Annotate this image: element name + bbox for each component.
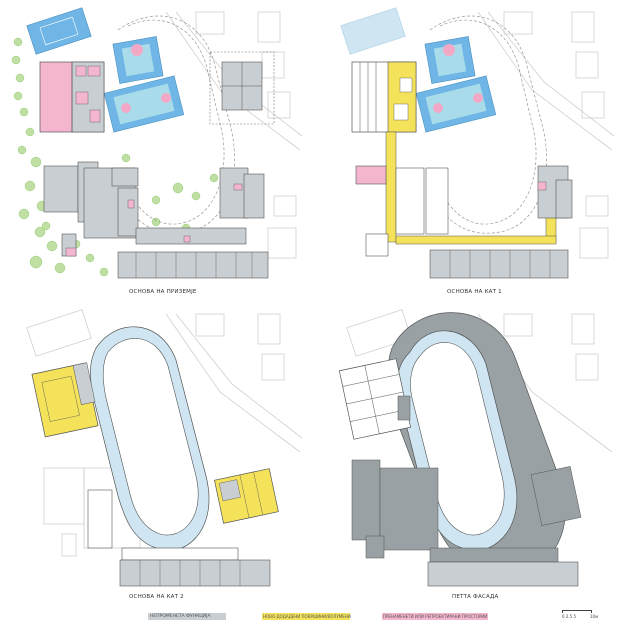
legend-label-repurposed: ПРЕНАМЕНЕТИ ИЛИ РЕПРОЕКТИРАНИ ПРОСТОРИИ — [383, 614, 488, 619]
plan-ground-floor — [11, 7, 303, 279]
plan-first-floor — [340, 7, 615, 279]
legend-label-existing: НЕПРОМЕНЕТА ФУНКЦИЈА — [150, 614, 211, 619]
plan-title-first: ОСНОВА НА КАТ 1 — [447, 289, 502, 295]
legend-label-new: НОВО-ДОДАДЕНИ ПОВРШИНИ/ВОЛУМЕНИ — [263, 614, 351, 619]
plan-second-floor — [26, 309, 303, 587]
scale-ticks: 0 2.5 5 — [562, 614, 576, 619]
plan-title-ground: ОСНОВА НА ПРИЗЕМЈЕ — [129, 289, 197, 295]
legend-swatch-repurposed — [382, 613, 488, 620]
plan-title-second: ОСНОВА НА КАТ 2 — [129, 594, 184, 600]
plan-title-roof: ПЕТТА ФАСАДА — [452, 594, 499, 600]
plan-fifth-facade — [338, 309, 613, 587]
scale-unit: 10м — [590, 614, 599, 619]
scale-bar: 0 2.5 5 10м — [562, 610, 602, 622]
scale-line — [562, 610, 592, 613]
legend-swatch-new — [262, 613, 350, 620]
legend-swatch-existing — [148, 613, 226, 620]
